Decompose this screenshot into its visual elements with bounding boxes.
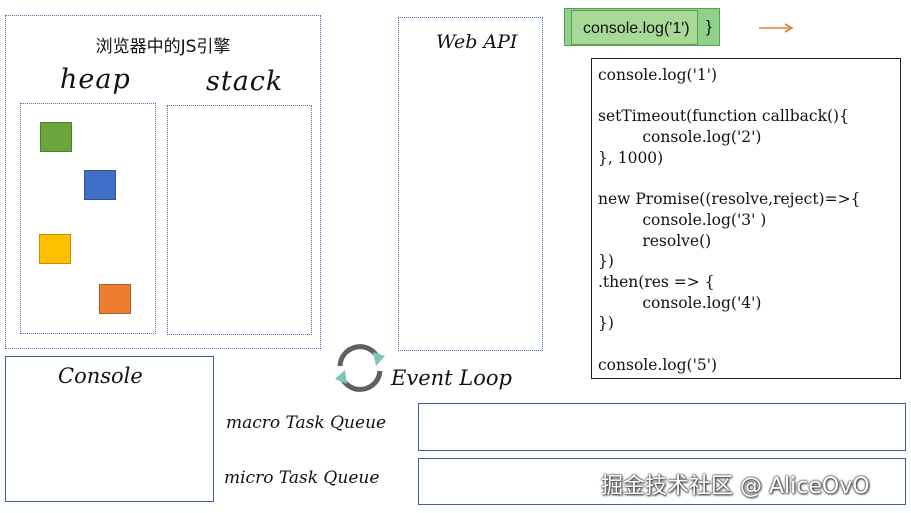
- refresh-icon: [335, 344, 385, 392]
- current-call-block: console.log('1'): [571, 10, 698, 45]
- code-line: [598, 169, 900, 190]
- stack-area: [167, 105, 312, 335]
- event-loop-label: Event Loop: [391, 366, 512, 390]
- code-line: console.log('2'): [598, 128, 762, 147]
- code-line: console.log('4'): [598, 293, 762, 312]
- code-line: resolve(): [598, 231, 712, 250]
- code-line: console.log('1'): [598, 66, 718, 84]
- code-line: }): [598, 252, 614, 271]
- stack-label: stack: [206, 66, 284, 97]
- heap-object: [84, 170, 116, 200]
- heap-label: heap: [60, 64, 131, 95]
- right-arrow-icon: [759, 23, 794, 33]
- code-line: [598, 86, 900, 107]
- code-lines: console.log('1') setTimeout(function cal…: [598, 65, 900, 376]
- js-engine-title: 浏览器中的JS引擎: [95, 37, 231, 57]
- micro-task-queue: [418, 458, 906, 505]
- watermark: 掘金技术社区 @ AliceOvO: [601, 474, 870, 499]
- code-panel: console.log('1') setTimeout(function cal…: [591, 58, 901, 379]
- heap-area: [20, 103, 156, 334]
- heap-object: [99, 284, 131, 314]
- heap-object: [40, 122, 72, 152]
- js-engine-box: [5, 15, 321, 349]
- code-line: [598, 334, 900, 355]
- web-api-box: [398, 17, 543, 351]
- code-line: .then(res => {: [598, 273, 715, 292]
- code-line: }): [598, 314, 614, 333]
- web-api-label: Web API: [436, 31, 518, 53]
- current-call-brace: }: [706, 17, 712, 36]
- heap-object: [39, 234, 71, 264]
- code-line: }, 1000): [598, 148, 664, 167]
- macro-task-queue-label: macro Task Queue: [226, 413, 387, 433]
- micro-task-queue-label: micro Task Queue: [224, 468, 380, 488]
- current-call-label: console.log('1'): [583, 20, 690, 37]
- code-line: console.log('3' ): [598, 210, 767, 229]
- console-label: Console: [58, 364, 143, 388]
- code-line: console.log('5'): [598, 355, 718, 374]
- code-line: new Promise((resolve,reject)=>{: [598, 190, 861, 209]
- code-line: setTimeout(function callback(){: [598, 107, 849, 126]
- console-panel: [5, 356, 214, 502]
- macro-task-queue: [418, 403, 906, 451]
